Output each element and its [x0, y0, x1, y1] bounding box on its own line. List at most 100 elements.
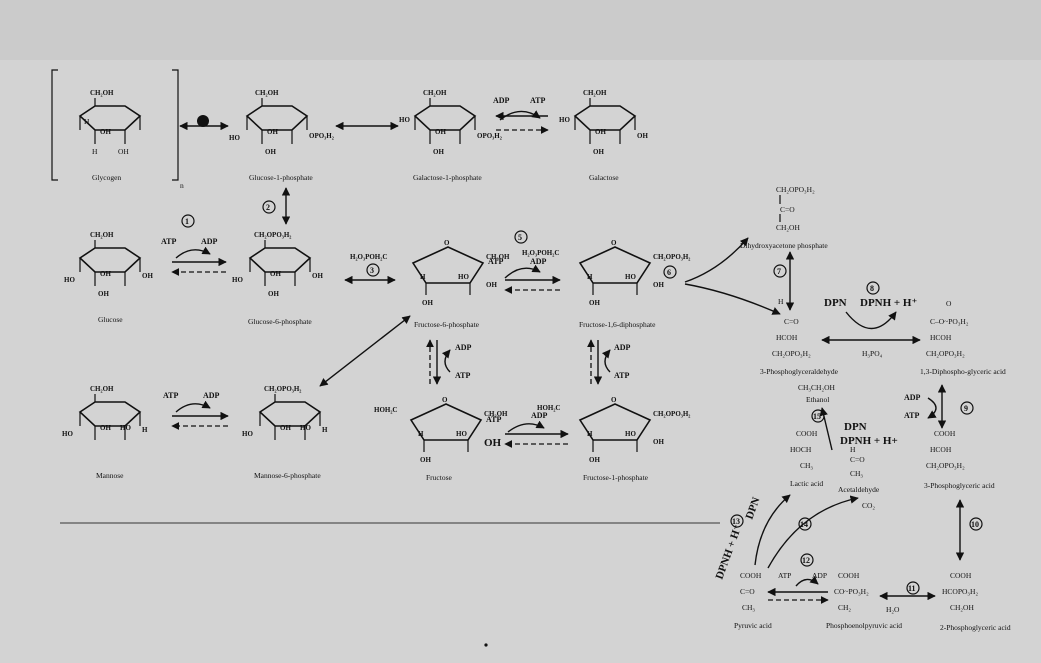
cof-adp-6: ADP [455, 343, 472, 352]
label-pyruvate: Pyruvic acid [734, 621, 772, 630]
mannose-h: H [142, 426, 148, 434]
galactose-oh2: OH [593, 148, 604, 156]
label-m6p: Mannose-6-phosphate [254, 471, 321, 480]
speck [484, 643, 487, 646]
gap-co: C=O [784, 317, 799, 326]
label-g6p: Glucose-6-phosphate [248, 317, 312, 326]
f1p-ho: HO [625, 430, 636, 438]
cof-adp-4: ADP [904, 393, 921, 402]
dpg-copo: C–O~PO₃H₂ [930, 317, 969, 326]
fructose-h: H [418, 430, 424, 438]
m6p-ch2opo3h2: CH₂OPO₃H₂ [264, 385, 301, 393]
step-num-14: 14 [800, 520, 808, 529]
label-glycogen: Glycogen [92, 173, 121, 182]
m6p-oh: OH [280, 424, 291, 432]
dhap-ch2opo3h2: CH₂OPO₃H₂ [776, 185, 815, 194]
g6p-oh: OH [270, 270, 281, 278]
mannose-ho2: HO [120, 424, 131, 432]
label-f6p: Fructose-6-phosphate [414, 320, 480, 329]
label-ethanol: Ethanol [806, 395, 829, 404]
label-gal1p: Galactose-1-phosphate [413, 173, 482, 182]
cof-adp-8: ADP [203, 391, 220, 400]
g6p-ho: HO [232, 276, 243, 284]
galactose-ch2oh: CH₂OH [583, 89, 607, 97]
ethanol-formula: CH₃CH₂OH [798, 383, 835, 392]
fdp-ho: HO [625, 273, 636, 281]
step-num-3: 3 [370, 266, 374, 275]
f6p-h2o3poh2c: H₂O₃POH₂C [350, 253, 387, 261]
f1p-ch2opo3h2: CH₂OPO₃H₂ [653, 410, 690, 418]
m6p-h: H [322, 426, 328, 434]
label-fructose: Fructose [426, 473, 453, 482]
gal1p-oh2: OH [433, 148, 444, 156]
g1p-ho: HO [229, 134, 240, 142]
f1p-o: O [611, 396, 617, 404]
glycogen-ch2oh: CH₂OH [90, 89, 114, 97]
g6p-oh1: OH [312, 272, 323, 280]
fdp-o: O [611, 239, 617, 247]
pyruvate-cooh: COOH [740, 571, 762, 580]
cof-adp-7: ADP [614, 343, 631, 352]
fructose-hoh2c: HOH₂C [374, 406, 398, 414]
pg3-cooh: COOH [934, 429, 956, 438]
cof-adp-5: ADP [812, 571, 827, 580]
step-num-2: 2 [266, 203, 270, 212]
fructose-ho: HO [456, 430, 467, 438]
mannose-ho: HO [62, 430, 73, 438]
f6p-oh: OH [486, 281, 497, 289]
label-fdp: Fructose-1,6-diphosphate [579, 320, 656, 329]
cof-dpn-3: DPN [844, 421, 867, 433]
glucose-oh1: OH [142, 272, 153, 280]
glycogen-h2: H [92, 147, 98, 156]
label-pg2: 2-Phosphoglyceric acid [940, 623, 1011, 632]
f1p-oh2: OH [589, 456, 600, 464]
step-num-9: 9 [964, 404, 968, 413]
top-shade [0, 0, 1041, 60]
cof-adp-3: ADP [530, 257, 547, 266]
dpg-o: O [946, 299, 952, 308]
pg3-hcoh: HCOH [930, 445, 952, 454]
m6p-ho: HO [242, 430, 253, 438]
step-num-15: 15 [813, 412, 821, 421]
cof-atp-9: ATP [486, 415, 502, 424]
fructose-oh: OH [484, 437, 502, 449]
glucose-oh: OH [100, 270, 111, 278]
fdp-h2o3poh2c: H₂O₃POH₂C [522, 249, 559, 257]
cof-adp-9: ADP [531, 411, 548, 420]
m6p-ho2: HO [300, 424, 311, 432]
cof-dpnh-1: DPNH + H⁺ [860, 297, 917, 309]
pep-cooh: COOH [838, 571, 860, 580]
glycogen-n: n [180, 181, 184, 190]
galactose-oh1: OH [637, 132, 648, 140]
cof-atp-7: ATP [614, 371, 630, 380]
label-pep: Phosphoenolpyruvic acid [826, 621, 902, 630]
f1p-h: H [587, 430, 593, 438]
pyruvate-co: C=O [740, 587, 755, 596]
f1p-hoh2c: HOH₂C [537, 404, 561, 412]
pyruvate-ch3: CH₃ [742, 603, 755, 612]
pep-copo: CO~PO₃H₂ [834, 587, 869, 596]
step-num-12: 12 [802, 556, 810, 565]
glycogen-oh: OH [100, 128, 111, 136]
cof-adp-2: ADP [201, 237, 218, 246]
g1p-ch2oh: CH₂OH [255, 89, 279, 97]
glycogen-h: H [84, 117, 90, 126]
step-num-8: 8 [870, 284, 874, 293]
pg2-cooh: COOH [950, 571, 972, 580]
f1p-oh: OH [653, 438, 664, 446]
galactose-ho: HO [559, 116, 570, 124]
cof-h3po4: H₃PO₄ [862, 349, 883, 358]
dhap-co: C=O [780, 205, 795, 214]
label-pg3: 3-Phosphoglyceric acid [924, 481, 995, 490]
gap-hcoh: HCOH [776, 333, 798, 342]
fdp-oh2: OH [589, 299, 600, 307]
label-galactose: Galactose [589, 173, 619, 182]
glycogen-oh2: OH [118, 147, 129, 156]
acetaldehyde-ch3: CH₃ [850, 469, 863, 478]
gal1p-opo3h2: OPO₃H₂ [477, 132, 502, 140]
label-dpg: 1,3-Diphospho-glyceric acid [920, 367, 1006, 376]
f6p-ho: HO [458, 273, 469, 281]
cof-atp-4: ATP [904, 411, 920, 420]
